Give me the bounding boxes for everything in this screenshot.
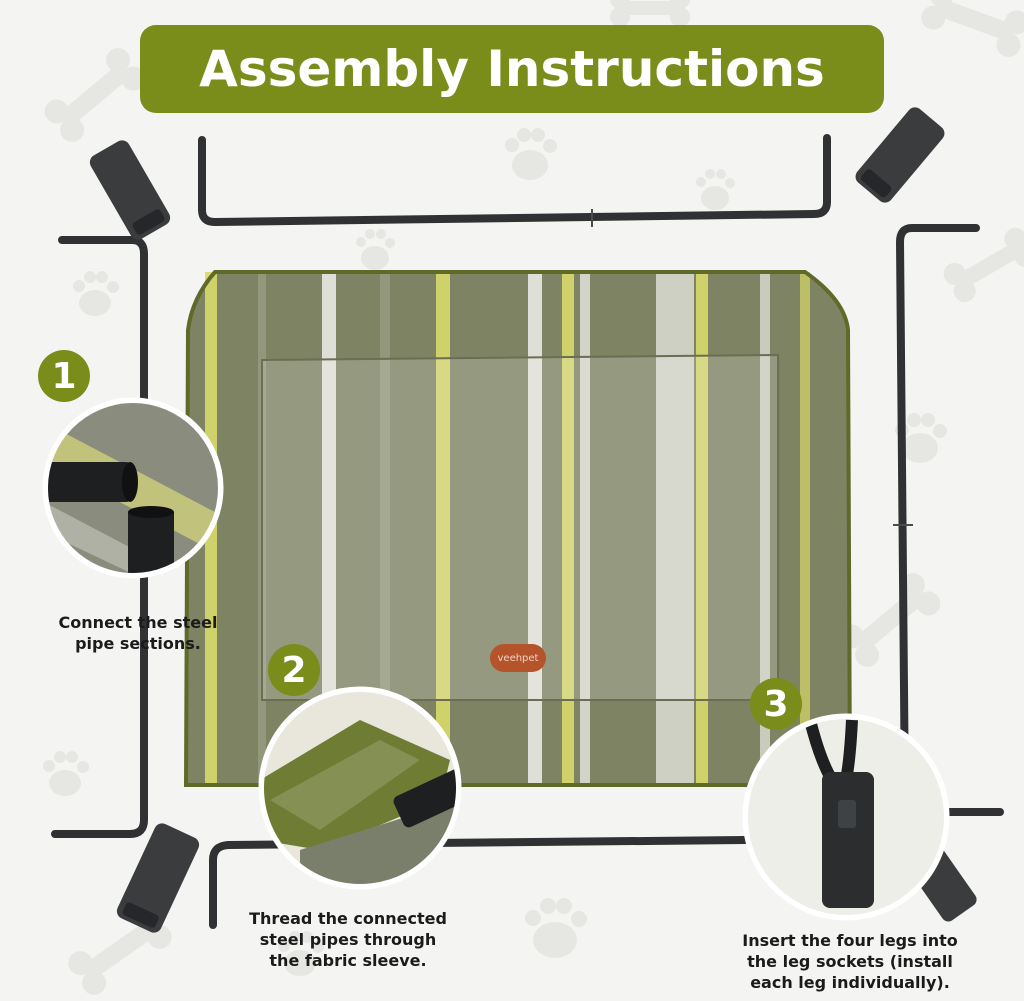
paw-icon <box>43 751 89 796</box>
paw-icon <box>356 229 395 270</box>
page-title: Assembly Instructions <box>199 40 825 98</box>
step2-detail-circle <box>258 686 462 890</box>
socket-bottom-left <box>116 823 200 933</box>
step-3-caption: Insert the four legs into the leg socket… <box>742 931 958 992</box>
paw-icon <box>505 128 557 180</box>
brand-logo-tag: veehpet <box>490 644 546 672</box>
socket-top-right <box>855 107 945 203</box>
paw-icon <box>73 271 119 316</box>
step-1-caption: Connect the steel pipe sections. <box>58 613 218 653</box>
paw-icon <box>696 169 735 210</box>
paw-icon <box>525 898 587 958</box>
step3-detail-circle <box>742 713 950 921</box>
step-2-badge: 2 <box>268 644 320 696</box>
step1-detail-circle <box>42 397 224 579</box>
bone-icon <box>610 0 690 27</box>
fabric-bed <box>183 270 853 787</box>
brand-label: veehpet <box>497 652 539 664</box>
background-pattern <box>43 0 1024 995</box>
top-pipe <box>198 134 831 226</box>
step-2-caption: Thread the connected steel pipes through… <box>249 909 447 970</box>
paw-icon <box>278 931 324 976</box>
title-banner: Assembly Instructions <box>140 25 884 113</box>
right-pipe <box>896 224 1004 816</box>
step-1-badge: 1 <box>38 350 90 402</box>
bone-icon <box>44 48 146 142</box>
bone-icon <box>943 227 1024 303</box>
bottom-pipe <box>209 836 749 929</box>
socket-top-left <box>89 140 171 240</box>
step-3-badge: 3 <box>750 678 802 730</box>
bone-icon <box>921 0 1024 57</box>
